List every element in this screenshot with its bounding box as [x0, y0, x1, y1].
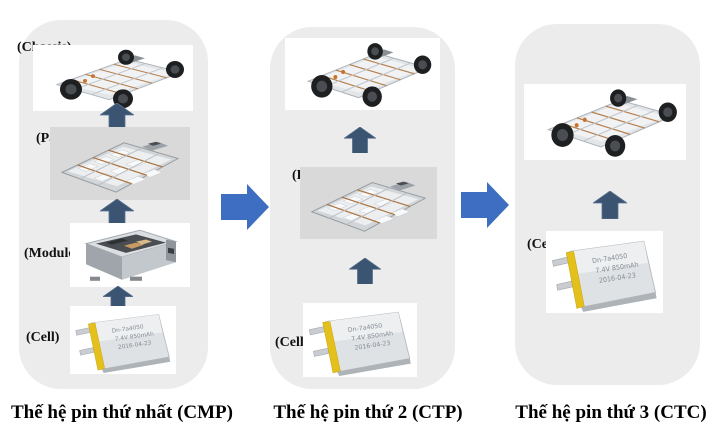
cell-illustration: Dn-7a4050 7.4V 850mAh 2016-04-23: [70, 306, 176, 374]
svg-text:2016-04-23: 2016-04-23: [118, 340, 152, 351]
generation-caption-ctc: Thế hệ pin thứ 3 (CTC): [515, 402, 707, 423]
pack-illustration: [50, 127, 190, 200]
up-arrow-icon: [342, 126, 378, 154]
generation-caption-ctp: Thế hệ pin thứ 2 (CTP): [273, 402, 463, 423]
pack-illustration: [300, 167, 437, 239]
up-arrow-icon: [591, 190, 629, 220]
flow-arrow-icon: [221, 184, 269, 230]
flow-arrow-icon: [461, 182, 509, 228]
svg-text:Dn-7a4050: Dn-7a4050: [347, 322, 382, 334]
chassis-illustration: [33, 45, 193, 111]
svg-text:7.4V 850mAh: 7.4V 850mAh: [115, 332, 155, 343]
svg-text:2016-04-23: 2016-04-23: [354, 340, 391, 352]
module-illustration: [70, 223, 190, 287]
svg-text:Dn-7a4050: Dn-7a4050: [111, 324, 144, 334]
cell-illustration: Dn-7a4050 7.4V 850mAh 2016-04-23: [303, 303, 417, 377]
stage-label-cell: (Cell): [275, 335, 309, 350]
stage-label-module: (Module): [24, 246, 80, 261]
chassis-illustration: [524, 84, 686, 160]
cell-illustration: Dn-7a4050 7.4V 850mAh 2016-04-23: [546, 231, 663, 313]
up-arrow-icon: [347, 257, 383, 285]
chassis-illustration: [285, 38, 440, 110]
stage-label-cell: (Cell): [26, 330, 60, 345]
generation-caption-cmp: Thế hệ pin thứ nhất (CMP): [10, 402, 233, 423]
